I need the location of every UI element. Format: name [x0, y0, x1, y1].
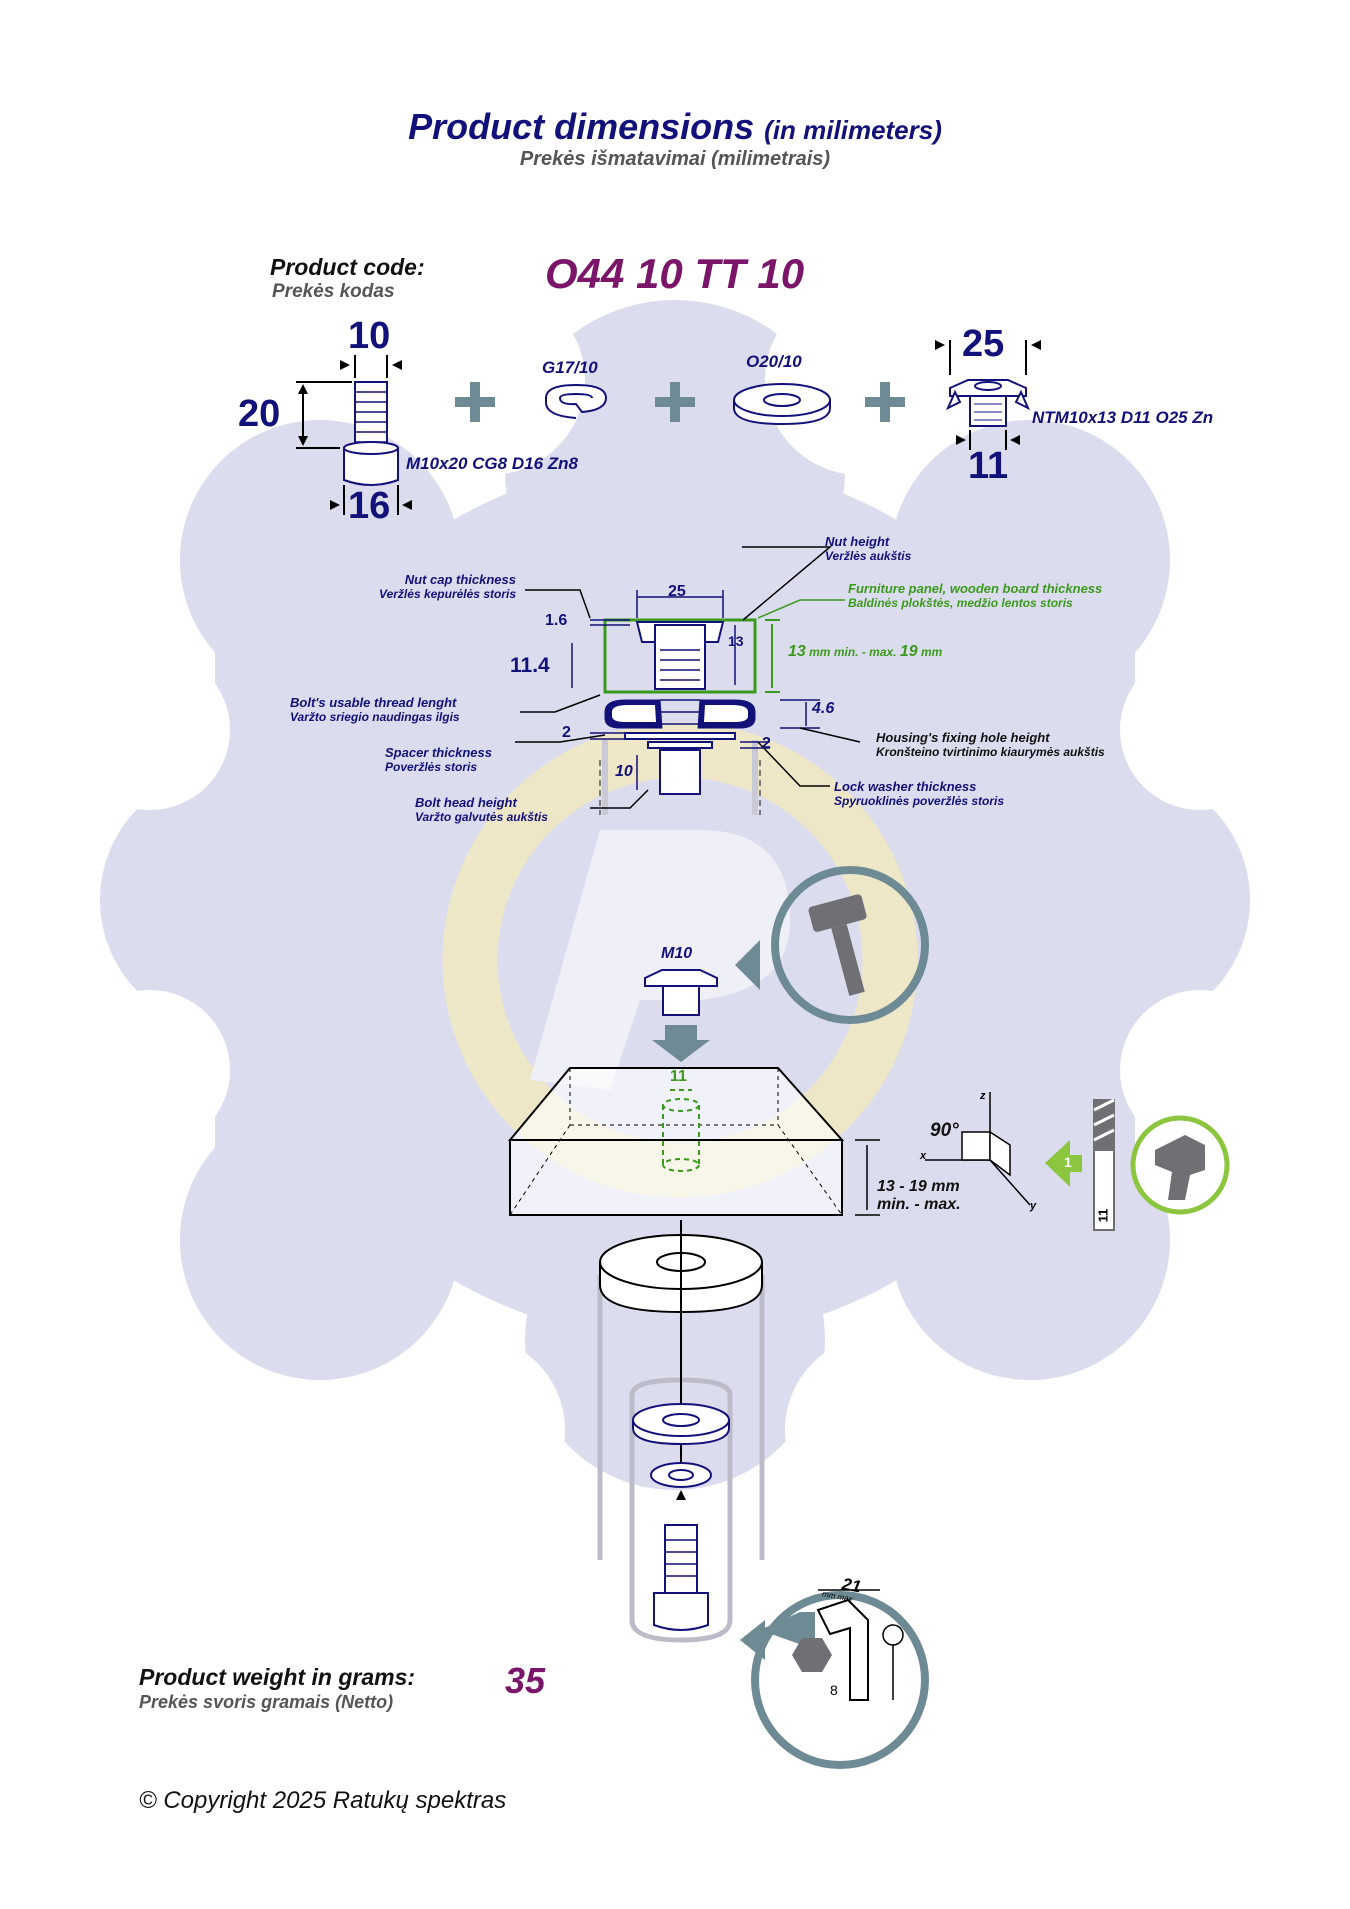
- panel-min-value: 13: [788, 643, 806, 660]
- label-thread: Bolt's usable thread lenght Varžto srieg…: [290, 695, 460, 725]
- label-panel: Furniture panel, wooden board thickness …: [848, 581, 1102, 611]
- dim-lock-washer: 2: [762, 735, 771, 752]
- label-panel-en: Furniture panel, wooden board thickness: [848, 581, 1103, 596]
- product-code: O44 10 TT 10: [545, 250, 805, 297]
- label-spacer-lt: Poveržlės storis: [385, 760, 478, 774]
- panel-max-value: 19: [899, 643, 918, 660]
- product-code-label: Product code:: [270, 254, 425, 280]
- dim-nut-cap: 1.6: [545, 612, 568, 629]
- lock-washer-drawing: [545, 383, 608, 419]
- label-housing: Housing's fixing hole height Kronšteino …: [876, 730, 1105, 760]
- drill-size: 11: [1095, 1208, 1111, 1223]
- dim-bolt-head: 10: [615, 763, 633, 780]
- label-nut-cap-lt: Veržlės kepurėlės storis: [379, 587, 516, 601]
- label-housing-en: Housing's fixing hole height: [876, 730, 1050, 745]
- dim-housing-hole: 4.6: [812, 700, 835, 717]
- installation-drawing: [507, 866, 1230, 1769]
- allen-key-hex-size: 8: [830, 1682, 838, 1698]
- tee-nut-barrel-diameter: 11: [968, 445, 1009, 487]
- step-number: 1: [1064, 1154, 1072, 1170]
- label-lock-washer-lt: Spyruoklinės poveržlės storis: [834, 794, 1005, 808]
- weight-label: Product weight in grams:: [139, 1664, 416, 1690]
- label-bolt-head-lt: Varžto galvutės aukštis: [415, 810, 548, 824]
- dim-nut-height: 13: [728, 633, 744, 649]
- label-bolt-head: Bolt head height Varžto galvutės aukštis: [415, 795, 548, 825]
- panel-min-label: mm min. - max.: [809, 645, 897, 659]
- bolt-drawing: [343, 381, 399, 486]
- plus-signs: [455, 382, 905, 422]
- weight-value: 35: [505, 1660, 546, 1701]
- label-spacer-en: Spacer thickness: [385, 745, 492, 760]
- install-hole-diameter: 11: [670, 1068, 687, 1085]
- label-nut-height-lt: Veržlės aukštis: [825, 549, 912, 563]
- washer-name: O20/10: [746, 352, 802, 371]
- tee-nut-dimension-lines: [949, 340, 1027, 450]
- dim-nut-diameter: 25: [668, 583, 686, 600]
- label-bolt-head-en: Bolt head height: [415, 795, 517, 810]
- weight-label-lt: Prekės svoris gramais (Netto): [139, 1692, 394, 1712]
- install-board-thickness: 13 - 19 mm min. - max.: [877, 1178, 961, 1214]
- axis-z-label: z: [980, 1090, 986, 1102]
- copyright: © Copyright 2025 Ratukų spektras: [139, 1787, 507, 1814]
- install-angle: 90°: [930, 1120, 959, 1141]
- panel-thickness-range: 13 mm min. - max. 19 mm: [788, 643, 942, 661]
- label-lock-washer-en: Lock washer thickness: [834, 779, 977, 794]
- page-title: Product dimensions (in milimeters): [0, 106, 1350, 148]
- install-thickness-range: min. - max.: [877, 1196, 961, 1213]
- label-thread-en: Bolt's usable thread lenght: [290, 695, 457, 710]
- hammer-circle: [771, 866, 929, 1024]
- label-housing-lt: Kronšteino tvirtinimo kiaurymės aukštis: [876, 745, 1105, 759]
- label-spacer: Spacer thickness Poveržlės storis: [385, 745, 492, 775]
- label-nut-height: Nut height Veržlės aukštis: [825, 534, 911, 564]
- dim-thread-length: 11.4: [510, 654, 550, 677]
- bolt-name: M10x20 CG8 D16 Zn8: [406, 454, 578, 473]
- bolt-length: 20: [238, 393, 281, 435]
- page-subtitle: Prekės išmatavimai (milimetrais): [519, 148, 831, 170]
- assembly-cross-section: [515, 546, 861, 815]
- install-thickness-value: 13 - 19 mm: [877, 1178, 960, 1195]
- product-code-label-lt: Prekės kodas: [272, 281, 395, 302]
- label-thread-lt: Varžto sriegio naudingas ilgis: [290, 710, 460, 724]
- install-nut-label: M10: [661, 945, 693, 962]
- gear-notches: [70, 285, 1280, 1525]
- title-main: Product dimensions: [408, 106, 755, 147]
- lock-washer-name: G17/10: [542, 358, 598, 377]
- bolt-dimension-lines: [296, 355, 399, 515]
- dim-spacer: 2: [562, 724, 571, 741]
- label-nut-cap-en: Nut cap thickness: [404, 572, 516, 587]
- bolt-thread-diameter: 10: [348, 315, 391, 357]
- axis-y-label: y: [1030, 1200, 1037, 1212]
- axis-x-label: x: [920, 1150, 927, 1162]
- washer-drawing: [733, 383, 831, 426]
- tee-nut-drawing: [945, 379, 1031, 427]
- label-lock-washer: Lock washer thickness Spyruoklinės pover…: [834, 779, 1004, 809]
- tee-nut-name: NTM10x13 D11 O25 Zn: [1032, 408, 1214, 427]
- title-unit: (in milimeters): [764, 115, 942, 145]
- label-panel-lt: Baldinės plokštės, medžio lentos storis: [848, 596, 1073, 610]
- panel-max-unit: mm: [920, 645, 943, 659]
- tee-nut-flange-diameter: 25: [962, 323, 1005, 365]
- label-nut-height-en: Nut height: [825, 534, 890, 549]
- bolt-head-diameter: 16: [348, 485, 391, 527]
- label-nut-cap: Nut cap thickness Veržlės kepurėlės stor…: [358, 572, 516, 602]
